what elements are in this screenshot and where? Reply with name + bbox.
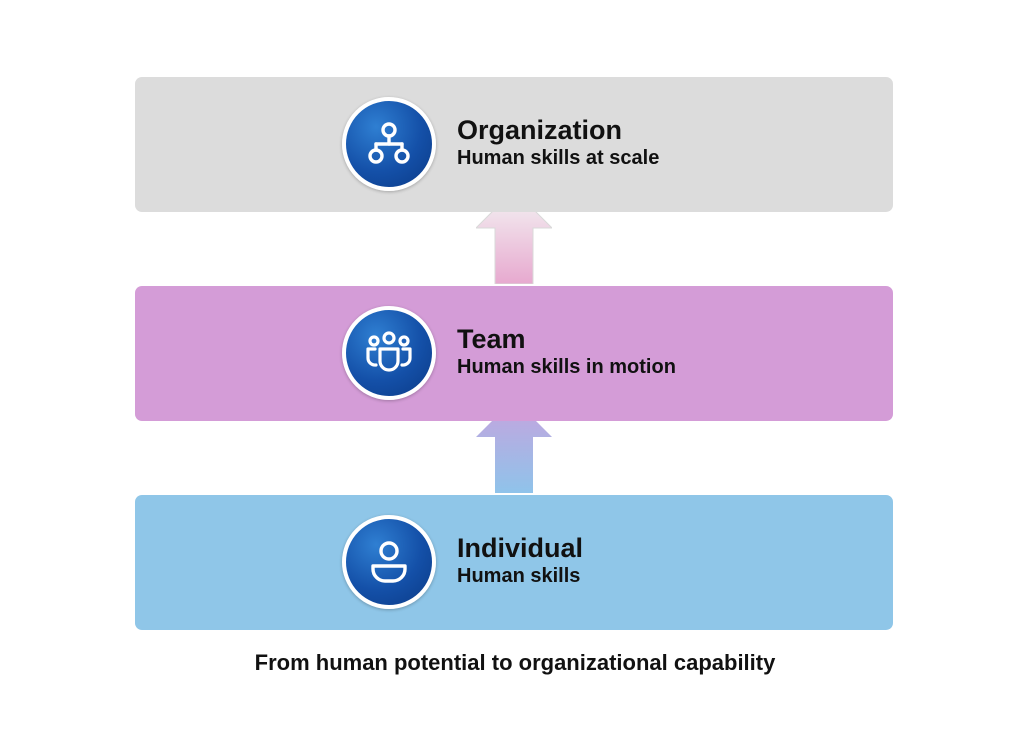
org-chart-icon — [368, 122, 410, 164]
up-arrow-team-to-organization — [476, 190, 552, 284]
team-title: Team — [457, 324, 526, 354]
person-icon — [371, 541, 407, 583]
organization-badge — [342, 97, 436, 191]
individual-subtitle: Human skills — [457, 565, 581, 587]
individual-title: Individual — [457, 533, 584, 563]
people-team-icon — [366, 331, 412, 372]
individual-badge — [342, 515, 436, 609]
tier-individual: Individual Human skills — [135, 495, 893, 630]
organization-title: Organization — [457, 115, 623, 145]
organization-subtitle: Human skills at scale — [457, 147, 660, 169]
team-badge — [342, 306, 436, 400]
diagram-caption: From human potential to organizational c… — [254, 650, 776, 675]
tier-organization: Organization Human skills at scale — [135, 77, 893, 212]
team-subtitle: Human skills in motion — [457, 356, 676, 378]
tier-team: Team Human skills in motion — [135, 286, 893, 421]
up-arrow-individual-to-team — [476, 399, 552, 493]
